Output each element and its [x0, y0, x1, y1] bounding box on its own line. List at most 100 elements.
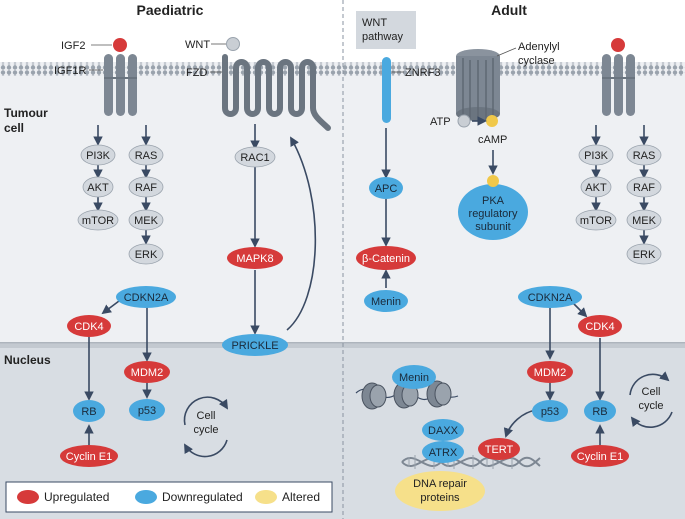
adult-igf-receptor [602, 54, 635, 116]
ped-cyclin-e1-label: Cyclin E1 [66, 451, 112, 463]
apc-node [369, 177, 403, 199]
adult-cdkn2a-node [518, 286, 582, 308]
adult-ras-label: RAS [633, 150, 656, 162]
adult-p53-node [532, 400, 568, 422]
adenylyl-cyclase [456, 49, 500, 121]
ped-cdkn2a-node [116, 286, 176, 308]
legend-downregulated-label: Downregulated [162, 490, 243, 504]
region-label-cell: cell [4, 121, 24, 135]
mapk8-node [227, 247, 283, 269]
adult-mek-node [626, 209, 662, 231]
apc-label: APC [375, 183, 398, 195]
igf2-label: IGF2 [61, 40, 85, 52]
cell-membrane [0, 62, 685, 76]
adult-mdm2-node [527, 361, 573, 383]
daxx-label: DAXX [428, 425, 459, 437]
adenylyl-leader [496, 47, 517, 57]
ped-rb-label: RB [81, 406, 96, 418]
wnt-ligand [226, 37, 240, 51]
legend: Upregulated Downregulated Altered [5, 481, 333, 513]
ped-erk-label: ERK [135, 249, 158, 261]
wnt-pathway-label-1: WNT [362, 17, 387, 29]
dna-repair-label-1: DNA repair [413, 478, 467, 490]
ped-raf-label: RAF [135, 182, 157, 194]
adult-cdk4-label: CDK4 [585, 321, 614, 333]
rac1-label: RAC1 [240, 152, 269, 164]
legend-upregulated-label: Upregulated [44, 490, 109, 504]
adult-cell-cycle-label-1: Cell [642, 386, 661, 398]
ped-cell-cycle-label-2: cycle [193, 424, 218, 436]
atrx-label: ATRX [429, 447, 458, 459]
adult-arrows [381, 116, 673, 445]
znrf3-node [382, 57, 391, 123]
ped-cyclin-e1-node [60, 445, 118, 467]
adult-mtor-label: mTOR [580, 215, 612, 227]
adult-pi3k-label: PI3K [584, 150, 609, 162]
pka-node [458, 184, 528, 240]
adult-rb-label: RB [592, 406, 607, 418]
ped-ras-label: RAS [135, 150, 158, 162]
adult-raf-node [626, 176, 662, 198]
adult-igf2-ligand [611, 38, 625, 52]
ped-akt-label: AKT [87, 182, 109, 194]
adenylyl-label-1: Adenylyl [518, 41, 560, 53]
ped-pi3k-node [80, 144, 116, 166]
dna-repair-label-2: proteins [420, 492, 460, 504]
ped-pi3k-label: PI3K [86, 150, 111, 162]
wnt-pathway-box [356, 11, 416, 49]
rac1-node [234, 146, 276, 168]
ped-mtor-label: mTOR [82, 215, 114, 227]
tert-node [478, 438, 520, 460]
ped-mtor-node [77, 209, 119, 231]
legend-altered-label: Altered [282, 490, 320, 504]
ped-p53-node [129, 399, 165, 421]
legend-downregulated-swatch [135, 490, 157, 504]
adult-mek-label: MEK [632, 215, 657, 227]
igf1r-label: IGF1R [54, 65, 86, 77]
prickle-label: PRICKLE [231, 340, 278, 352]
beta-catenin-node [356, 246, 416, 270]
fzd-label: FZD [186, 67, 207, 79]
wnt-pathway-label-2: pathway [362, 31, 403, 43]
fzd-receptor [222, 54, 331, 131]
adult-rb-node [584, 400, 616, 422]
atp-label: ATP [430, 116, 451, 128]
legend-upregulated-swatch [17, 490, 39, 504]
adult-cell-cycle-label-2: cycle [638, 400, 663, 412]
paediatric-arrows [84, 124, 317, 458]
region-label-tumour: Tumour [4, 106, 48, 120]
legend-altered-swatch [255, 490, 277, 504]
ped-mek-node [128, 209, 164, 231]
tert-label: TERT [485, 444, 514, 456]
nuclear-menin-label: Menin [399, 372, 429, 384]
adult-pi3k-node [578, 144, 614, 166]
adult-menin-cyto-label: Menin [371, 296, 401, 308]
ped-mek-label: MEK [134, 215, 159, 227]
igf1r-receptor [104, 54, 137, 116]
ped-raf-node [128, 176, 164, 198]
pka-label-2: regulatory [469, 208, 518, 220]
ped-erk-node [128, 243, 164, 265]
adult-menin-cyto-node [364, 290, 408, 312]
pka-camp-bound [487, 175, 499, 187]
atp-molecule [457, 114, 471, 128]
ped-cdkn2a-label: CDKN2A [124, 292, 169, 304]
adult-cyclin-e1-node [571, 445, 629, 467]
camp-molecule [486, 115, 498, 127]
ped-p53-label: p53 [138, 405, 156, 417]
header-paediatric: Paediatric [137, 2, 204, 18]
adult-ras-node [626, 144, 662, 166]
adenylyl-label-2: cyclase [518, 55, 555, 67]
adult-akt-node [580, 176, 612, 198]
ped-cell-cycle-label-1: Cell [197, 410, 216, 422]
pka-label-1: PKA [482, 195, 505, 207]
beta-catenin-label: β-Catenin [362, 253, 410, 265]
region-label-nucleus: Nucleus [4, 353, 51, 367]
igf2-ligand [113, 38, 127, 52]
nuclear-menin-node [392, 365, 436, 389]
atrx-node [422, 441, 464, 463]
ped-mdm2-label: MDM2 [131, 367, 163, 379]
ped-cdk4-label: CDK4 [74, 321, 103, 333]
adult-erk-label: ERK [633, 249, 656, 261]
